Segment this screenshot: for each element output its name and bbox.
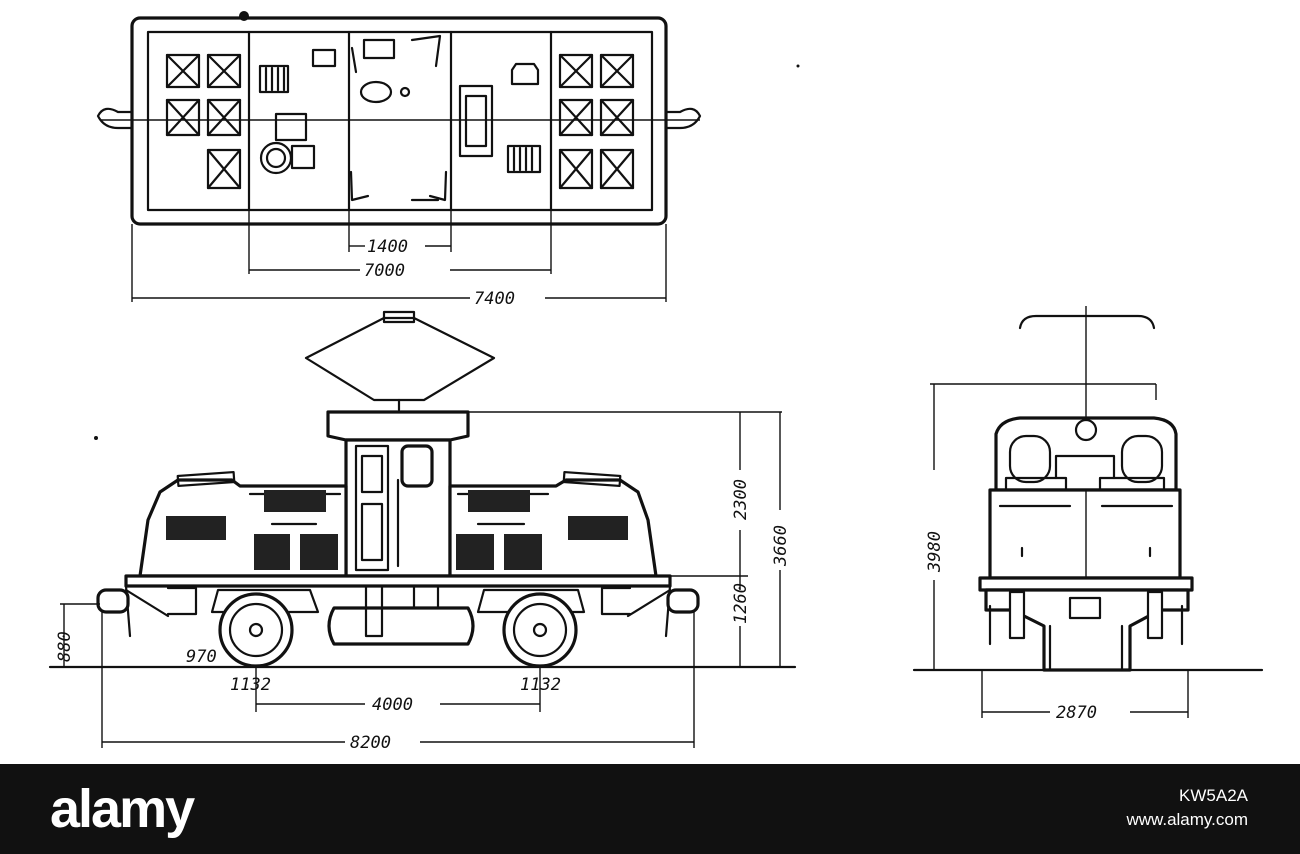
dim-body-height: 2300 bbox=[731, 479, 751, 520]
side-view: 2300 3660 1260 880 970 1132 1132 4000 82… bbox=[48, 310, 797, 753]
brand-logo: alamy bbox=[50, 779, 195, 839]
dim-end-width: 2870 bbox=[1056, 703, 1097, 723]
dim-frame-height: 1260 bbox=[731, 583, 751, 624]
watermark-bar: alamy KW5A2A www.alamy.com bbox=[0, 764, 1300, 854]
site-url: www.alamy.com bbox=[1126, 810, 1248, 829]
end-view: 3980 2870 bbox=[912, 306, 1264, 723]
dim-plan-bogie: 7000 bbox=[364, 261, 405, 281]
dim-plan-overall: 7400 bbox=[474, 289, 515, 309]
dim-end-height: 3980 bbox=[925, 531, 945, 573]
dim-wheel-dia: 970 bbox=[186, 647, 217, 667]
dim-total-height: 3660 bbox=[771, 525, 791, 567]
dim-length: 8200 bbox=[350, 733, 391, 753]
dim-wheelbase: 4000 bbox=[372, 695, 413, 715]
plan-view: 1400 7000 7400 bbox=[96, 11, 702, 309]
dim-plan-inner: 1400 bbox=[367, 237, 408, 257]
image-id: KW5A2A bbox=[1179, 786, 1248, 805]
dim-buffer-height: 880 bbox=[55, 631, 75, 662]
dim-gauge-right: 1132 bbox=[520, 675, 561, 695]
technical-drawing: 1400 7000 7400 bbox=[48, 11, 1264, 753]
dim-gauge-left: 1132 bbox=[230, 675, 271, 695]
